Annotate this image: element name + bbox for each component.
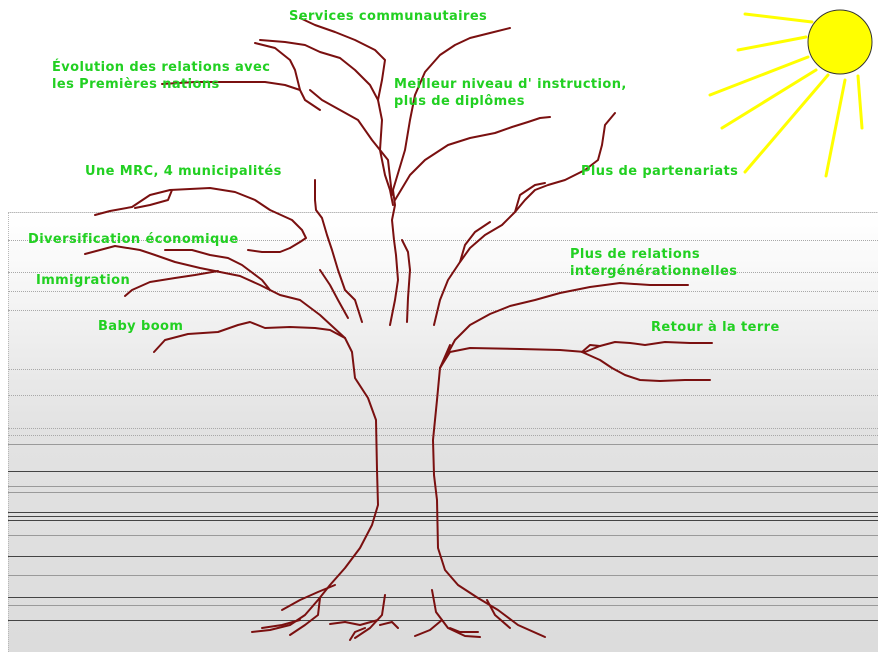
label-services-communautaires: Services communautaires bbox=[289, 9, 488, 24]
label-diversification: Diversification économique bbox=[28, 232, 239, 247]
label-relations-line2: intergénérationnelles bbox=[570, 264, 738, 279]
label-partenariats: Plus de partenariats bbox=[581, 164, 739, 179]
ground-background bbox=[8, 212, 878, 652]
ground-line bbox=[8, 516, 878, 517]
ground-line bbox=[8, 310, 878, 311]
ground-line bbox=[8, 520, 878, 521]
label-immigration: Immigration bbox=[36, 273, 131, 288]
ground-line bbox=[8, 575, 878, 576]
label-instruction-line2: plus de diplômes bbox=[394, 94, 525, 109]
ground-line bbox=[8, 471, 878, 472]
ground-line bbox=[8, 605, 878, 606]
label-relations-line1: Plus de relations bbox=[570, 247, 701, 262]
ground-line bbox=[8, 444, 878, 445]
ground-line bbox=[8, 486, 878, 487]
label-retour-a-la-terre: Retour à la terre bbox=[651, 320, 780, 335]
label-instruction-line1: Meilleur niveau d' instruction, bbox=[394, 77, 627, 92]
ground-line bbox=[8, 369, 878, 370]
label-evolution-line2: les Premières nations bbox=[52, 77, 220, 92]
ground-line bbox=[8, 492, 878, 493]
ground-line bbox=[8, 240, 878, 241]
ground-line bbox=[8, 395, 878, 396]
ground-line bbox=[8, 272, 878, 273]
label-evolution-line1: Évolution des relations avec bbox=[52, 60, 271, 75]
ground-line bbox=[8, 535, 878, 536]
ground-line bbox=[8, 556, 878, 557]
ground-line bbox=[8, 597, 878, 598]
label-une-mrc: Une MRC, 4 municipalités bbox=[85, 164, 282, 179]
ground-line bbox=[8, 512, 878, 513]
sun-icon bbox=[708, 9, 873, 178]
ground-line bbox=[8, 435, 878, 436]
ground-line bbox=[8, 428, 878, 429]
label-baby-boom: Baby boom bbox=[98, 319, 184, 334]
